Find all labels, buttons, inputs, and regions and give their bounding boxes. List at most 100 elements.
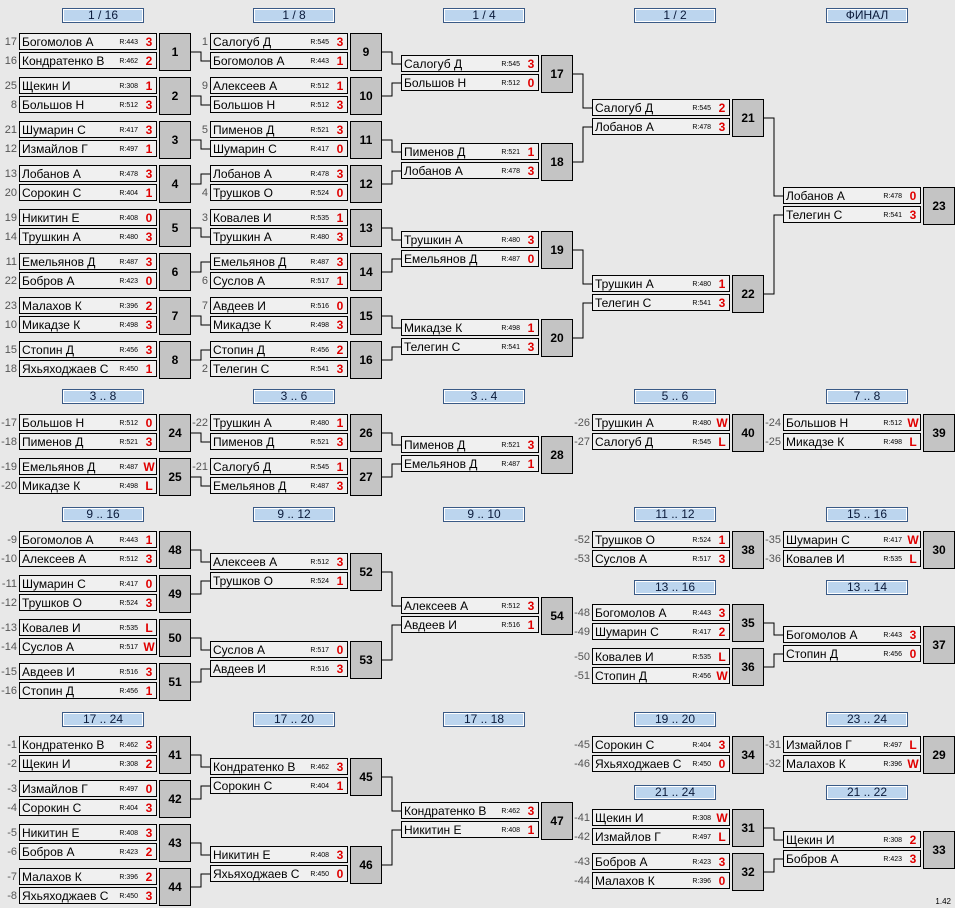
player-row[interactable]: Пименов ДR:5211 [401,143,539,160]
player-row[interactable]: Алексеев АR:5121 [210,77,348,94]
player-row[interactable]: Салогуб ДR:5451 [210,458,348,475]
player-row[interactable]: Богомолов АR:4433 [783,626,921,643]
player-row[interactable]: Трушкин АR:4801 [592,275,730,292]
player-row[interactable]: Измайлов ГR:4971 [19,140,157,157]
player-row[interactable]: Емельянов ДR:487W [19,458,157,475]
player-row[interactable]: Алексеев АR:5123 [210,553,348,570]
player-row[interactable]: Телегин СR:5413 [783,206,921,223]
player-row[interactable]: Телегин СR:5413 [592,294,730,311]
player-row[interactable]: Телегин СR:5413 [210,360,348,377]
player-row[interactable]: Измайлов ГR:4970 [19,780,157,797]
player-row[interactable]: Стопин ДR:4563 [19,341,157,358]
player-row[interactable]: Емельянов ДR:4873 [210,253,348,270]
player-row[interactable]: Трушков ОR:5241 [592,531,730,548]
player-row[interactable]: Шумарин СR:4173 [19,121,157,138]
player-row[interactable]: Ковалев ИR:535L [592,648,730,665]
player-row[interactable]: Щекин ИR:3082 [19,755,157,772]
player-row[interactable]: Емельянов ДR:4873 [19,253,157,270]
player-row[interactable]: Никитин ЕR:4080 [19,209,157,226]
player-row[interactable]: Сорокин СR:4043 [592,736,730,753]
player-row[interactable]: Измайлов ГR:497L [783,736,921,753]
player-row[interactable]: Щекин ИR:3082 [783,831,921,848]
player-row[interactable]: Малахов КR:3960 [592,872,730,889]
player-row[interactable]: Стопин ДR:4562 [210,341,348,358]
player-row[interactable]: Щекин ИR:3081 [19,77,157,94]
player-row[interactable]: Большов НR:5123 [210,96,348,113]
player-row[interactable]: Суслов АR:5171 [210,272,348,289]
player-row[interactable]: Емельянов ДR:4870 [401,250,539,267]
player-row[interactable]: Никитин ЕR:4083 [19,824,157,841]
player-row[interactable]: Стопин ДR:4560 [783,645,921,662]
player-row[interactable]: Кондратенко ВR:4623 [401,802,539,819]
player-row[interactable]: Трушкин АR:4803 [210,228,348,245]
player-row[interactable]: Пименов ДR:5213 [210,121,348,138]
player-row[interactable]: Большов НR:5123 [19,96,157,113]
player-row[interactable]: Шумарин СR:4172 [592,623,730,640]
player-row[interactable]: Лобанов АR:4783 [401,162,539,179]
player-row[interactable]: Бобров АR:4233 [783,850,921,867]
player-row[interactable]: Сорокин СR:4041 [210,777,348,794]
player-row[interactable]: Салогуб ДR:5453 [210,33,348,50]
player-row[interactable]: Пименов ДR:5213 [210,433,348,450]
player-row[interactable]: Кондратенко ВR:4622 [19,52,157,69]
player-row[interactable]: Пименов ДR:5213 [401,436,539,453]
player-row[interactable]: Малахов КR:396W [783,755,921,772]
player-row[interactable]: Лобанов АR:4783 [19,165,157,182]
player-row[interactable]: Кондратенко ВR:4623 [19,736,157,753]
player-row[interactable]: Салогуб ДR:5453 [401,55,539,72]
player-row[interactable]: Лобанов АR:4783 [210,165,348,182]
player-row[interactable]: Ковалев ИR:535L [19,619,157,636]
player-row[interactable]: Суслов АR:5170 [210,641,348,658]
player-row[interactable]: Ковалев ИR:535L [783,550,921,567]
player-row[interactable]: Яхьяходжаев СR:4503 [19,887,157,904]
player-row[interactable]: Трушкин АR:480W [592,414,730,431]
player-row[interactable]: Микадзе КR:4983 [210,316,348,333]
player-row[interactable]: Большов НR:5120 [19,414,157,431]
player-row[interactable]: Микадзе КR:498L [19,477,157,494]
player-row[interactable]: Суслов АR:5173 [592,550,730,567]
player-row[interactable]: Авдеев ИR:5160 [210,297,348,314]
player-row[interactable]: Шумарин СR:4170 [210,140,348,157]
player-row[interactable]: Богомолов АR:4431 [19,531,157,548]
player-row[interactable]: Авдеев ИR:5163 [210,660,348,677]
player-row[interactable]: Алексеев АR:5123 [401,597,539,614]
player-row[interactable]: Бобров АR:4232 [19,843,157,860]
player-row[interactable]: Сорокин СR:4043 [19,799,157,816]
player-row[interactable]: Сорокин СR:4041 [19,184,157,201]
player-row[interactable]: Стопин ДR:456W [592,667,730,684]
player-row[interactable]: Телегин СR:5413 [401,338,539,355]
player-row[interactable]: Стопин ДR:4561 [19,682,157,699]
player-row[interactable]: Авдеев ИR:5163 [19,663,157,680]
player-row[interactable]: Трушкин АR:4803 [19,228,157,245]
player-row[interactable]: Бобров АR:4230 [19,272,157,289]
player-row[interactable]: Никитин ЕR:4083 [210,846,348,863]
player-row[interactable]: Малахов КR:3962 [19,297,157,314]
player-row[interactable]: Яхьяходжаев СR:4501 [19,360,157,377]
player-row[interactable]: Пименов ДR:5213 [19,433,157,450]
player-row[interactable]: Емельянов ДR:4871 [401,455,539,472]
player-row[interactable]: Салогуб ДR:5452 [592,99,730,116]
player-row[interactable]: Трушков ОR:5241 [210,572,348,589]
player-row[interactable]: Никитин ЕR:4081 [401,821,539,838]
player-row[interactable]: Богомолов АR:4433 [592,604,730,621]
player-row[interactable]: Шумарин СR:4170 [19,575,157,592]
player-row[interactable]: Суслов АR:517W [19,638,157,655]
player-row[interactable]: Кондратенко ВR:4623 [210,758,348,775]
player-row[interactable]: Микадзе КR:4981 [401,319,539,336]
player-row[interactable]: Микадзе КR:4983 [19,316,157,333]
player-row[interactable]: Яхьяходжаев СR:4500 [210,865,348,882]
player-row[interactable]: Трушков ОR:5243 [19,594,157,611]
player-row[interactable]: Трушков ОR:5240 [210,184,348,201]
player-row[interactable]: Алексеев АR:5123 [19,550,157,567]
player-row[interactable]: Яхьяходжаев СR:4500 [592,755,730,772]
player-row[interactable]: Малахов КR:3962 [19,868,157,885]
player-row[interactable]: Салогуб ДR:545L [592,433,730,450]
player-row[interactable]: Шумарин СR:417W [783,531,921,548]
player-row[interactable]: Щекин ИR:308W [592,809,730,826]
player-row[interactable]: Богомолов АR:4433 [19,33,157,50]
player-row[interactable]: Измайлов ГR:497L [592,828,730,845]
player-row[interactable]: Бобров АR:4233 [592,853,730,870]
player-row[interactable]: Богомолов АR:4431 [210,52,348,69]
player-row[interactable]: Лобанов АR:4780 [783,187,921,204]
player-row[interactable]: Авдеев ИR:5161 [401,616,539,633]
